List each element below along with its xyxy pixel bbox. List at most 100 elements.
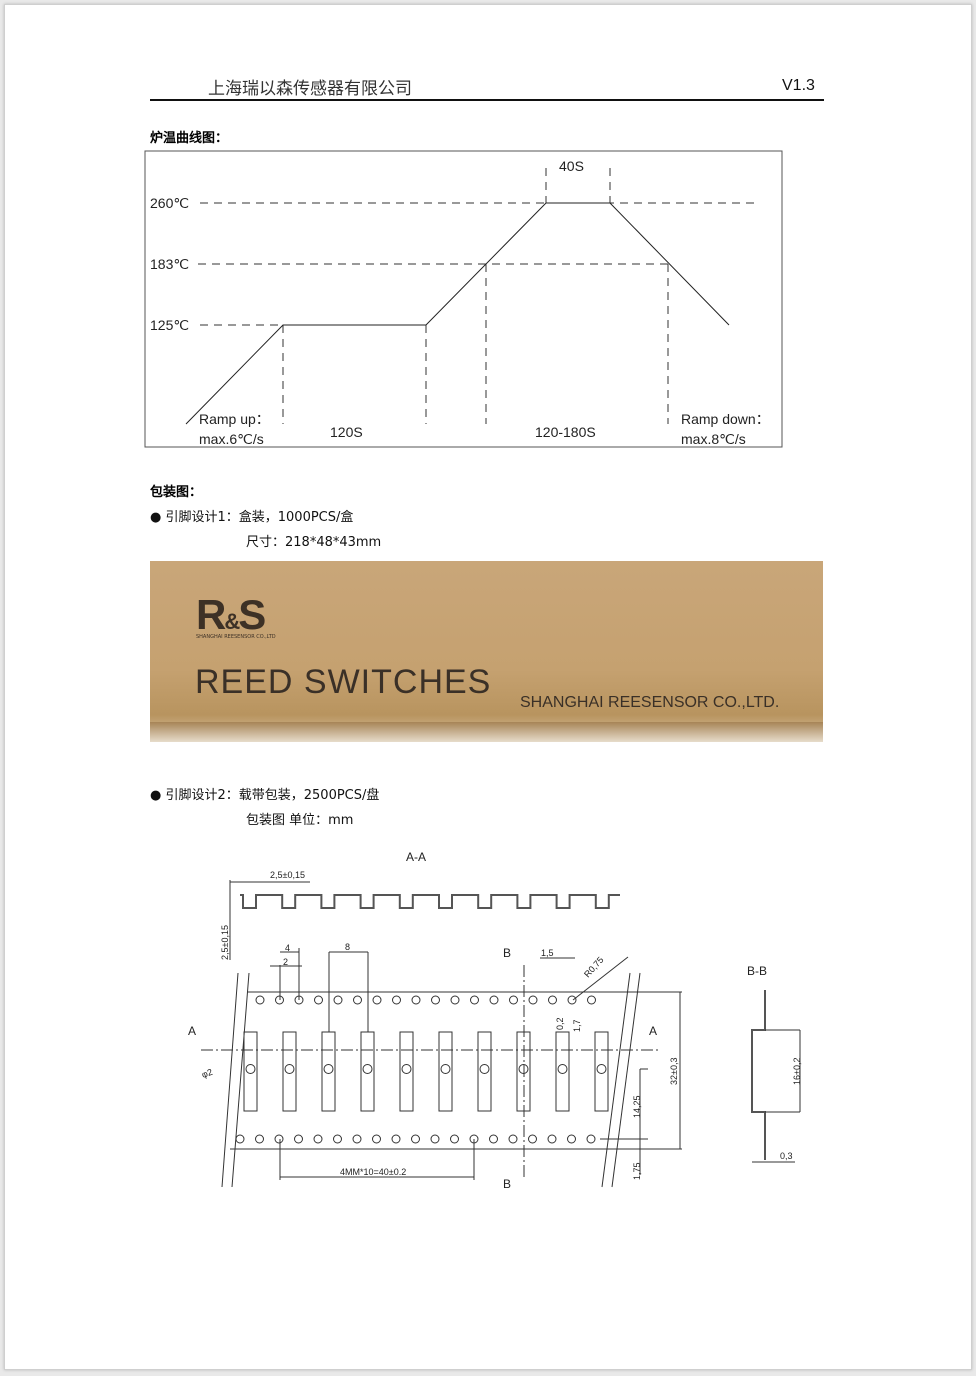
sprocket-hole [392, 995, 401, 1005]
sprocket-hole [450, 1134, 459, 1144]
component-slot [282, 1031, 297, 1112]
sprocket-hole [431, 995, 440, 1005]
dim-phi2: φ2 [200, 1067, 214, 1080]
sprocket-hole [411, 995, 421, 1005]
sprocket-hole [235, 1134, 245, 1144]
design1-line2: 尺寸：218*48*43mm [246, 535, 382, 550]
y-label-125: 125℃ [150, 317, 189, 333]
label-b-top: B [503, 946, 511, 960]
slot-hole [245, 1064, 256, 1074]
sprocket-hole [314, 995, 323, 1005]
component-slot [516, 1031, 531, 1112]
section-aa-label: A-A [406, 850, 426, 864]
dim-1-5: 1,5 [541, 948, 554, 958]
component-slot [360, 1031, 375, 1112]
chart-frame [144, 150, 783, 448]
sprocket-hole [430, 1134, 440, 1144]
sprocket-hole [255, 995, 265, 1005]
slot-hole [479, 1064, 490, 1074]
sprocket-hole [469, 1134, 479, 1144]
aa-profile [240, 894, 620, 909]
bb-profile [751, 990, 766, 1160]
dim-0-2: 0,2 [555, 1017, 565, 1030]
sprocket-hole [587, 995, 596, 1005]
dim-pitch-total: 4MM*10=40±0.2 [340, 1167, 406, 1177]
sprocket-hole [450, 995, 460, 1005]
sprocket-hole [586, 1134, 596, 1144]
sprocket-hole [528, 995, 538, 1005]
sprocket-hole [294, 995, 304, 1005]
section-bb-label: B-B [747, 964, 767, 978]
component-slot [399, 1031, 414, 1112]
packaging-heading: 包装图： [150, 485, 203, 500]
design1-text: 引脚设计1：盒装，1000PCS/盒 [165, 510, 354, 525]
box-title: REED SWITCHES [195, 663, 492, 701]
version-label: V1.3 [782, 77, 815, 94]
dim-1-7: 1,7 [572, 1019, 582, 1032]
dim-4: 4 [285, 943, 290, 953]
dim-depth: 2,5±0,15 [220, 925, 230, 960]
slot-hole [518, 1064, 529, 1074]
sprocket-hole [255, 1134, 264, 1144]
reflow-label: 120-180S [535, 424, 596, 440]
sprocket-hole [352, 1134, 362, 1144]
slot-hole [323, 1064, 334, 1074]
slot-hole [284, 1064, 295, 1074]
sprocket-hole [391, 1134, 401, 1144]
sprocket-hole [372, 1134, 381, 1144]
label-b-bottom: B [503, 1177, 511, 1191]
box-company: SHANGHAI REESENSOR CO.,LTD. [520, 694, 780, 711]
sprocket-hole [275, 995, 284, 1005]
sprocket-hole [528, 1134, 537, 1144]
slot-hole [362, 1064, 373, 1074]
design1-line1: ● 引脚设计1：盒装，1000PCS/盒 [150, 510, 354, 525]
header-rule [150, 99, 824, 101]
sprocket-hole [353, 995, 362, 1005]
sprocket-hole [411, 1134, 420, 1144]
ramp-down-label: Ramp down： [681, 411, 770, 427]
brand-logo: R&S [196, 591, 266, 638]
sprocket-hole [274, 1134, 284, 1144]
sprocket-hole [294, 1134, 303, 1144]
sprocket-hole [509, 995, 518, 1005]
label-a-right: A [649, 1024, 657, 1038]
slot-hole [596, 1064, 607, 1074]
sprocket-hole [470, 995, 479, 1005]
sprocket-hole [372, 995, 382, 1005]
dim-2: 2 [283, 957, 288, 967]
sprocket-hole [489, 995, 499, 1005]
peak-label: 40S [559, 158, 584, 174]
sprocket-hole [333, 995, 343, 1005]
component-slot [321, 1031, 336, 1112]
y-label-260: 260℃ [150, 195, 189, 211]
label-a-left: A [188, 1024, 196, 1038]
sprocket-hole [548, 995, 557, 1005]
design2-line2: 包装图 单位：mm [246, 813, 354, 828]
sprocket-hole [489, 1134, 498, 1144]
design2-text: 引脚设计2：载带包装，2500PCS/盘 [165, 788, 380, 803]
component-slot [243, 1031, 258, 1112]
dim-bb-height: 16±0,2 [792, 1058, 802, 1085]
y-label-183: 183℃ [150, 256, 189, 272]
dim-8: 8 [345, 942, 350, 952]
slot-hole [440, 1064, 451, 1074]
sprocket-hole [567, 1134, 576, 1144]
logo-subtitle: SHANGHAI REESENSOR CO.,LTD [196, 634, 276, 640]
dim-1-75: 1,75 [632, 1162, 642, 1180]
dim-pitch-width: 2,5±0,15 [270, 870, 305, 880]
reflow-heading: 炉温曲线图： [150, 131, 229, 146]
component-slot [477, 1031, 492, 1112]
box-photo: R&S SHANGHAI REESENSOR CO.,LTD REED SWIT… [150, 561, 823, 742]
slot-hole [401, 1064, 412, 1074]
sprocket-hole [508, 1134, 518, 1144]
sprocket-hole [547, 1134, 557, 1144]
company-name: 上海瑞以森传感器有限公司 [208, 79, 412, 99]
temperature-curve [185, 202, 730, 425]
dim-14-25: 14,25 [632, 1095, 642, 1118]
dim-32: 32±0,3 [669, 1058, 679, 1085]
dim-bb-thick: 0,3 [780, 1151, 793, 1161]
slot-hole [557, 1064, 568, 1074]
soak-label: 120S [330, 424, 363, 440]
